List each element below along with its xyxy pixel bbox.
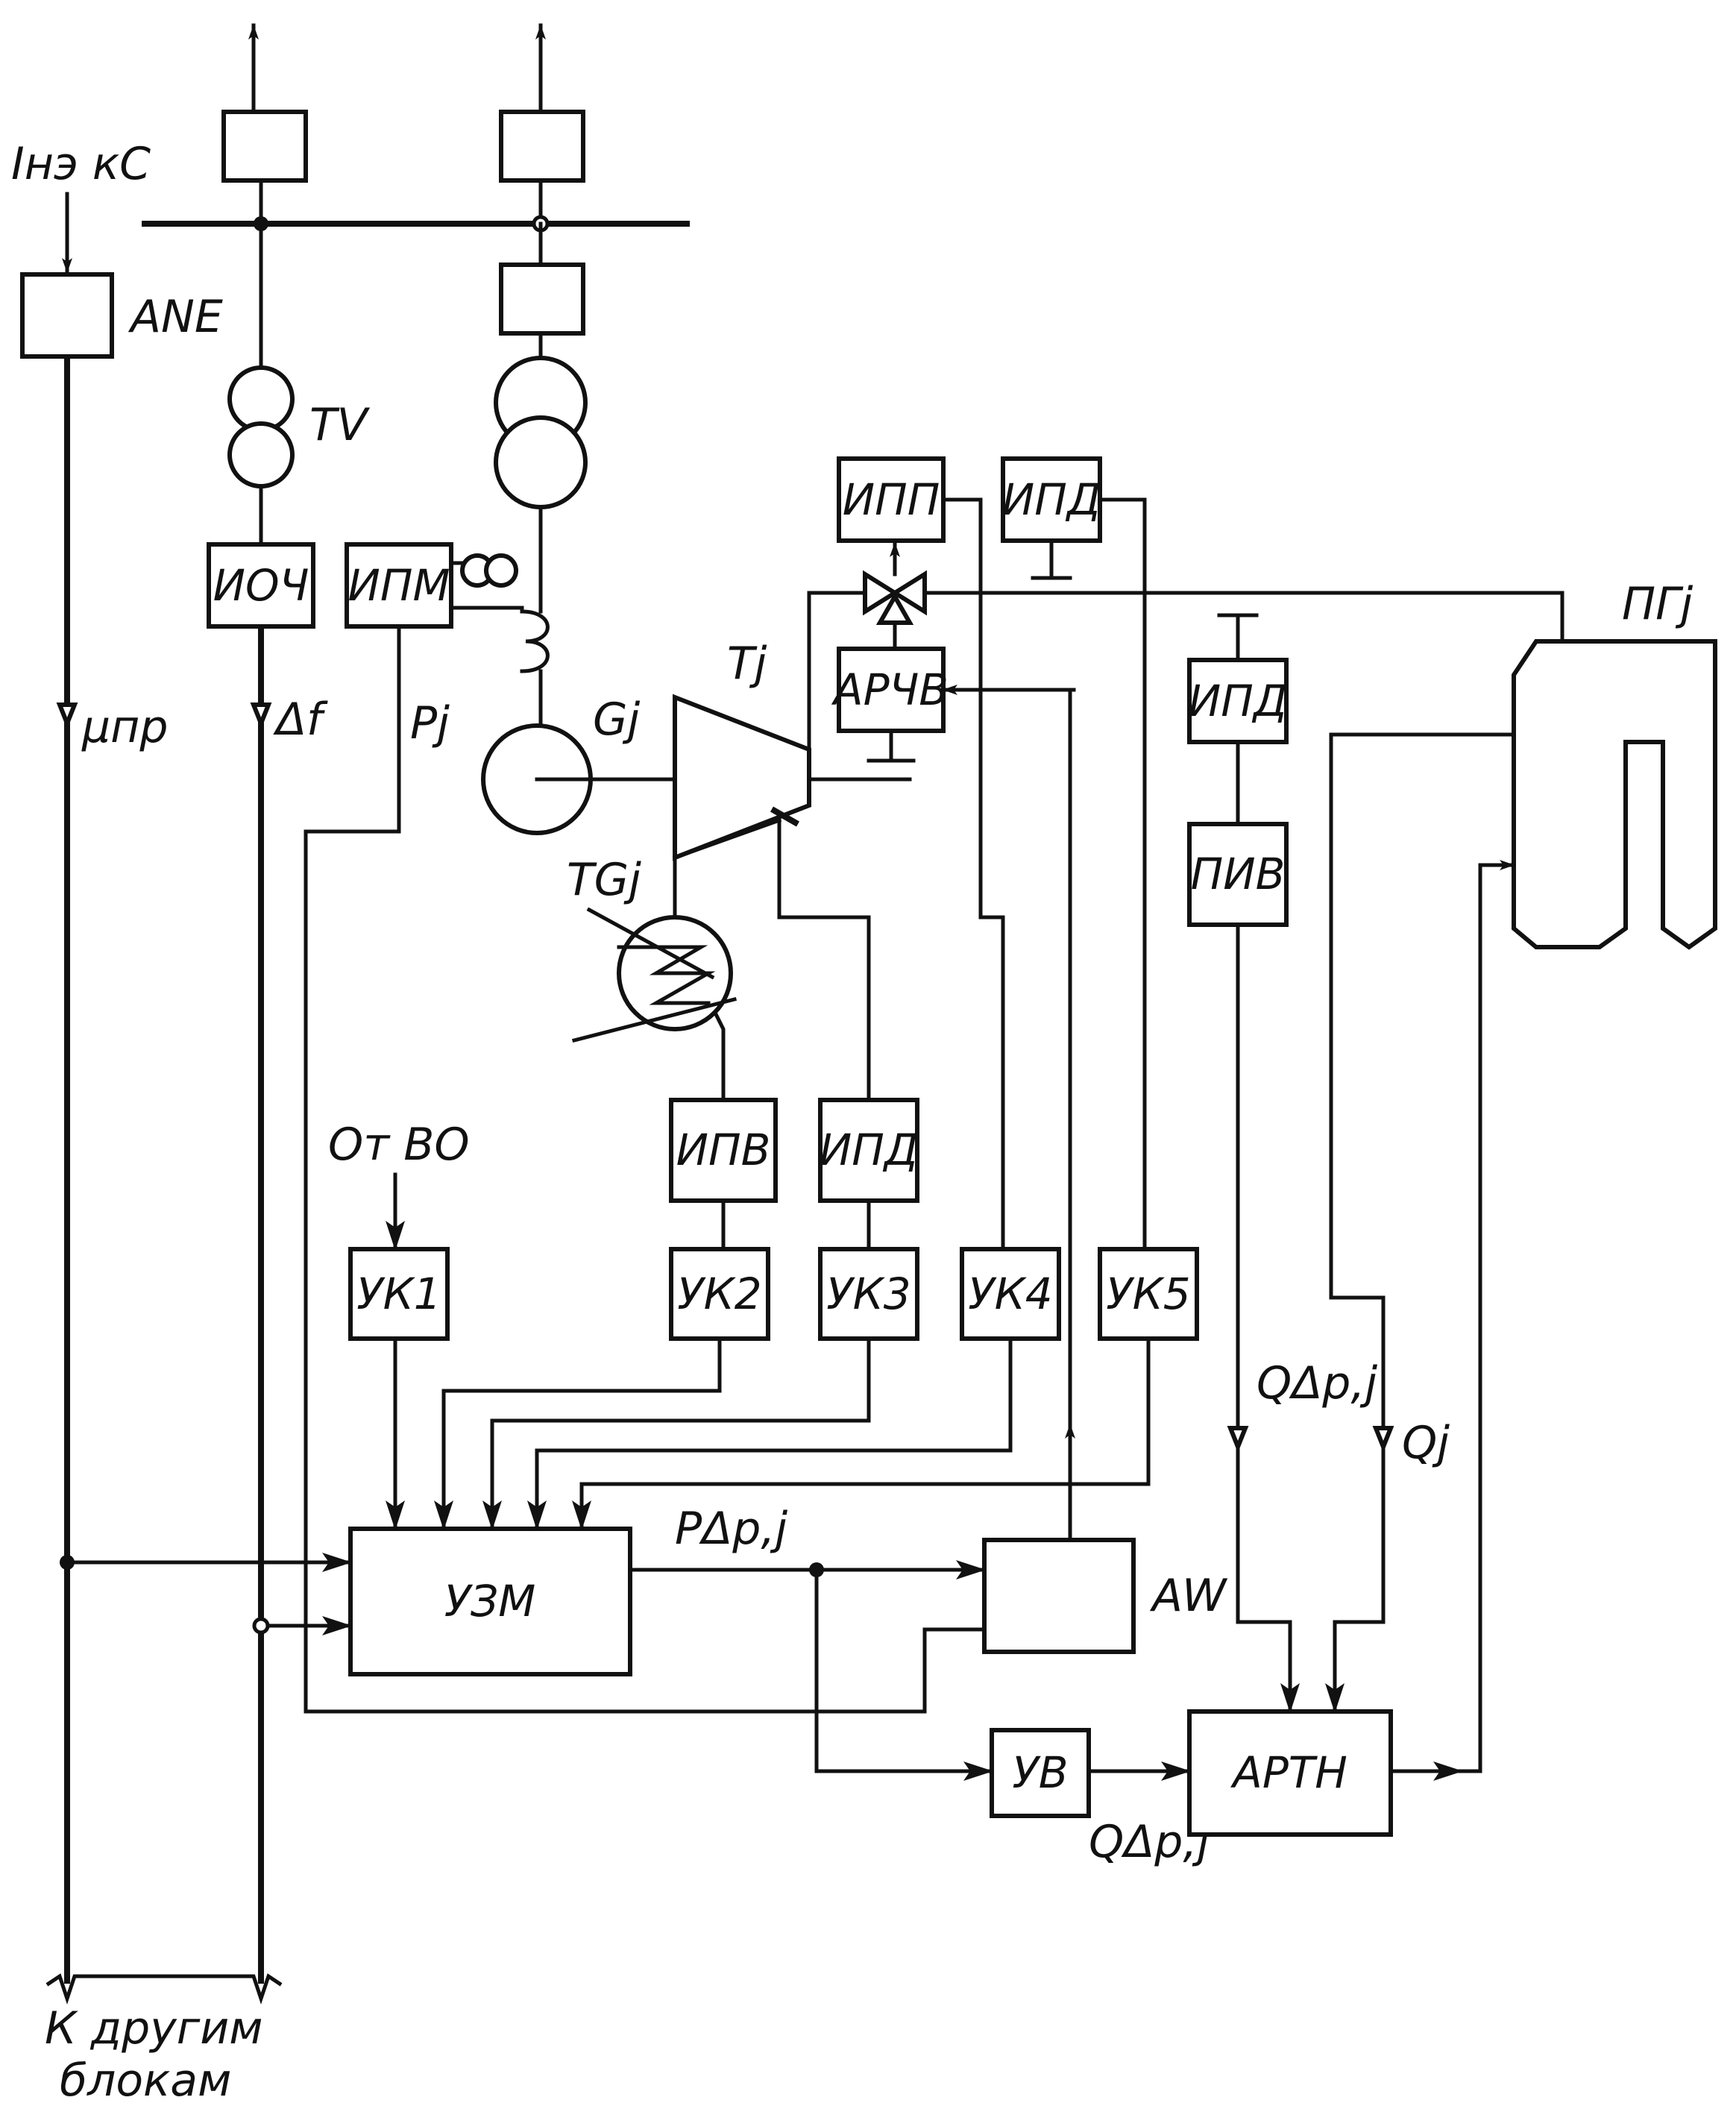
- wire-pdp-uv: [814, 1568, 994, 1781]
- uk3-label: УК3: [826, 1269, 911, 1319]
- label-bottom-line1: К другим: [45, 2002, 263, 2055]
- ipd-mid-label: ИПД: [820, 1125, 918, 1175]
- unit-transformer-coil-lower: [494, 415, 588, 509]
- label-ot-vo: От ВО: [328, 1119, 470, 1171]
- label-mu-pr: μпр: [81, 701, 169, 753]
- turbine-group: Tj: [672, 638, 912, 920]
- uk-blocks: От ВО УК1 УК2 УК3 УК4 УК5: [328, 497, 1199, 1341]
- wire-pg-qj: [1325, 732, 1516, 1714]
- uk2-label: УК2: [677, 1269, 761, 1319]
- junction-df: [252, 1617, 270, 1635]
- marker-qdp: [1227, 1426, 1249, 1453]
- label-aw: AW: [1149, 1570, 1228, 1622]
- label-tgj: TGj: [567, 854, 641, 906]
- label-bottom-line2: блокам: [60, 2055, 231, 2106]
- wire-heater-ipv: [713, 1011, 726, 1102]
- archv-ground: [867, 729, 916, 763]
- label-p-dp-j: PΔp,j: [675, 1503, 787, 1555]
- ipd-top-ground: [1031, 538, 1072, 580]
- wire-aw-archv-path: [1068, 688, 1074, 1427]
- wire-pj: [304, 624, 987, 1714]
- turbine-valve-mark: [770, 806, 799, 827]
- label-q-dp-j-right: QΔp,j: [1257, 1357, 1377, 1409]
- uk4-block: [960, 1247, 1061, 1341]
- piv-label: ПИВ: [1191, 849, 1286, 899]
- label-delta-f: Δf: [273, 694, 328, 746]
- label-pgj: ПГj: [1622, 578, 1693, 630]
- ipp-label: ИПП: [843, 474, 940, 525]
- tv-transformer-coil-upper: [227, 365, 295, 433]
- controller-blocks: УЗМ PΔp,j AW УВ QΔp,j АРТН QΔp,j Qj: [60, 688, 1516, 1868]
- piv-block: [1187, 822, 1289, 927]
- heater-pipe-in: [586, 907, 715, 980]
- turbine-trapezoid: [673, 694, 811, 861]
- uv-label: УВ: [1012, 1747, 1068, 1798]
- breaker-3: [499, 263, 585, 336]
- label-tv: TV: [309, 399, 371, 451]
- label-tj: Tj: [727, 638, 767, 690]
- tv-transformer-coil-lower: [227, 421, 295, 488]
- current-transformer-symbol: [520, 609, 550, 673]
- wire-ipd-uk5: [1098, 497, 1147, 1251]
- label-gj: Gj: [593, 694, 640, 746]
- wire-ipp-uk4: [941, 497, 1005, 1251]
- aw-block: [982, 1538, 1136, 1654]
- wire-uk2-uzm: [434, 1336, 722, 1531]
- uk1-label: УК1: [356, 1269, 441, 1319]
- measurement-blocks: ИОЧ ИПМ Pj ИПП ИПД АРЧВ ИПД ПИВ ИПВ ИПД: [207, 456, 1289, 1714]
- marker-delta-f: [250, 702, 272, 730]
- steam-generator: [1512, 639, 1717, 950]
- ipd-mid-block: [818, 1098, 919, 1203]
- turbine-stroke-bottom: [672, 817, 782, 861]
- wire-uk4-uzm: [527, 1336, 1013, 1531]
- wire-piv-artn: [1236, 922, 1300, 1714]
- label-top-left: Iнэ кС: [11, 138, 151, 190]
- uzm-block: [348, 1527, 632, 1676]
- wire-artn-pg: [1389, 860, 1516, 1773]
- artn-block: [1187, 1709, 1393, 1837]
- ioch-label: ИОЧ: [213, 560, 309, 611]
- breaker-1: [221, 110, 308, 183]
- wire-uk3-uzm: [482, 1336, 871, 1531]
- heater-coil-zigzag: [617, 945, 716, 1005]
- ioch-block: [207, 542, 315, 629]
- uk2-block: [669, 1247, 770, 1341]
- ipd-top-label: ИПД: [1002, 474, 1101, 525]
- uk1-block: [348, 1247, 450, 1341]
- wire-turbine-ipd: [777, 818, 871, 1102]
- heater-group: TGj: [567, 854, 738, 1043]
- ipd-right-tap: [1217, 613, 1259, 662]
- archv-label: АРЧВ: [831, 664, 949, 715]
- marker-qj: [1372, 1426, 1394, 1453]
- left-lines: Iнэ кС ANE μпр Δf К другим блокам: [11, 138, 328, 2106]
- tv-branch: TV: [227, 221, 371, 547]
- uk5-label: УК5: [1106, 1269, 1190, 1319]
- breaker-2: [499, 110, 585, 183]
- steam-path: ПГj: [807, 570, 1717, 950]
- power-transducer-coil-b: [484, 553, 518, 588]
- heater-pipe-out: [571, 996, 738, 1043]
- uzm-label: УЗМ: [444, 1576, 536, 1626]
- generator-branch: Gj: [460, 221, 677, 835]
- uk-to-uzm-wires: [386, 1336, 1151, 1531]
- uk4-label: УК4: [968, 1269, 1052, 1319]
- label-ane: ANE: [128, 291, 223, 343]
- artn-label: АРТН: [1230, 1747, 1347, 1798]
- junction-mu: [60, 1555, 75, 1570]
- marker-mu-pr: [56, 702, 78, 730]
- wire-ipm-transducer: [449, 561, 524, 610]
- ipv-label: ИПВ: [676, 1125, 771, 1175]
- label-pj: Pj: [410, 697, 450, 749]
- label-qj: Qj: [1402, 1417, 1450, 1469]
- wire-uk5-uzm: [572, 1336, 1151, 1531]
- ipm-label: ИПМ: [347, 560, 450, 611]
- busbar-group: [142, 23, 690, 233]
- ipm-block: [345, 542, 453, 629]
- brace-bottom: [45, 1973, 283, 2005]
- archv-block: [837, 647, 946, 733]
- ipd-right-label: ИПД: [1189, 676, 1287, 726]
- ane-block: [20, 272, 114, 359]
